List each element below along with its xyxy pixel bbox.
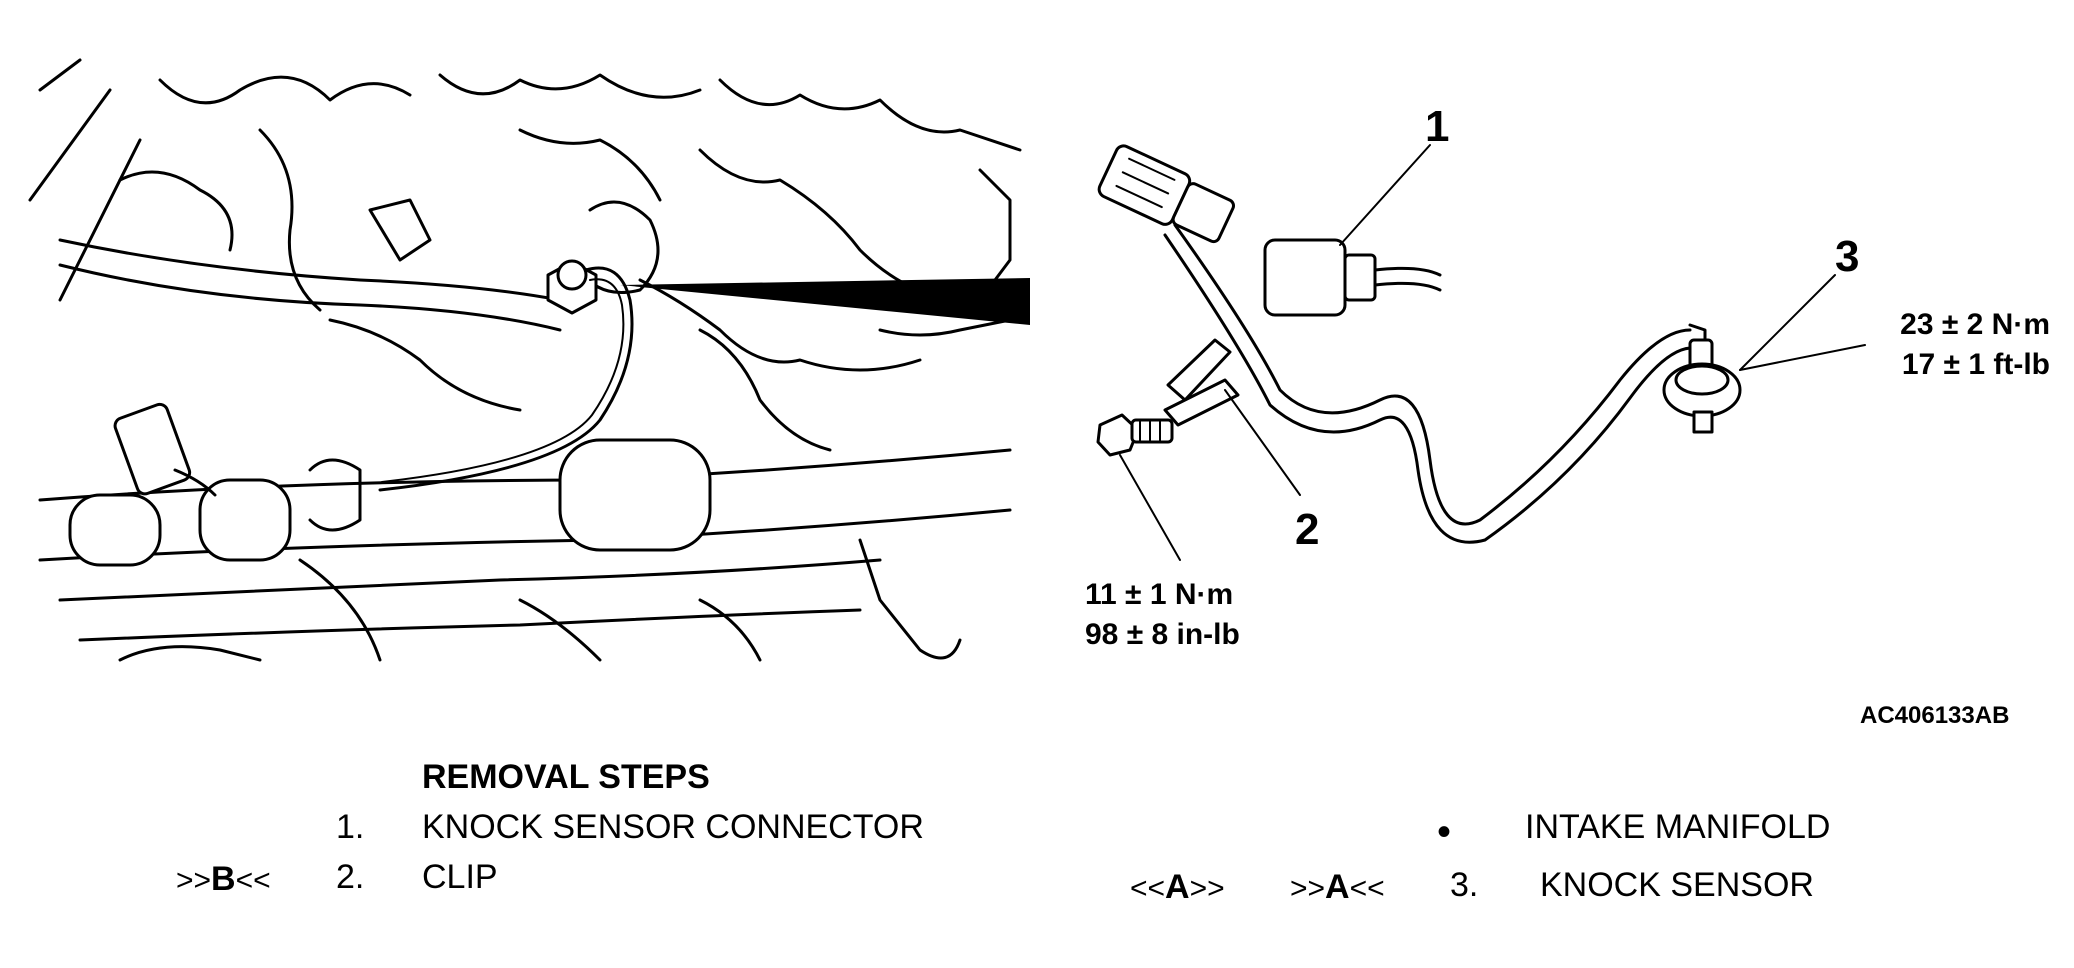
intake-manifold-bullet: • bbox=[1437, 810, 1452, 854]
step-3-install-suffix: >> bbox=[1189, 872, 1225, 905]
step-2-code-prefix: >> bbox=[176, 864, 212, 897]
step-3-removal-code: >>A<< bbox=[1290, 868, 1385, 907]
torque-knock-sensor: 23 ± 2 N·m 17 ± 1 ft-lb bbox=[1870, 305, 2050, 385]
torque-clip-bolt: 11 ± 1 N·m 98 ± 8 in-lb bbox=[1085, 575, 1240, 655]
step-2-code-letter: B bbox=[211, 860, 236, 898]
step-1-label: KNOCK SENSOR CONNECTOR bbox=[422, 808, 924, 846]
callout-2: 2 bbox=[1295, 505, 1320, 554]
step-3-label: KNOCK SENSOR bbox=[1540, 866, 1814, 904]
step-3-install-code: <<A>> bbox=[1130, 868, 1225, 907]
callout-3: 3 bbox=[1835, 232, 1860, 281]
step-3-remove-suffix: << bbox=[1349, 872, 1385, 905]
step-3-remove-letter: A bbox=[1325, 868, 1350, 906]
torque-clip-bolt-metric: 11 ± 1 N·m bbox=[1085, 578, 1234, 611]
intake-manifold-label: INTAKE MANIFOLD bbox=[1525, 808, 1831, 846]
torque-knock-sensor-imperial: 17 ± 1 ft-lb bbox=[1901, 348, 2050, 381]
torque-knock-sensor-metric: 23 ± 2 N·m bbox=[1900, 308, 2050, 341]
step-1-number: 1. bbox=[336, 808, 365, 846]
figure-id: AC406133AB bbox=[1860, 702, 2010, 729]
torque-clip-bolt-imperial: 98 ± 8 in-lb bbox=[1085, 618, 1240, 651]
step-2-removal-code: >>B<< bbox=[176, 860, 271, 899]
step-2-code-suffix: << bbox=[235, 864, 271, 897]
engine-bay-drawing bbox=[28, 58, 1030, 662]
step-2-number: 2. bbox=[336, 858, 365, 896]
step-2-label: CLIP bbox=[422, 858, 498, 896]
step-3-install-prefix: << bbox=[1130, 872, 1166, 905]
step-3-install-letter: A bbox=[1165, 868, 1190, 906]
removal-steps-title: REMOVAL STEPS bbox=[422, 758, 710, 796]
callout-1: 1 bbox=[1425, 102, 1450, 151]
step-3-remove-prefix: >> bbox=[1290, 872, 1326, 905]
exploded-parts-drawing bbox=[1096, 144, 1866, 561]
step-3-number: 3. bbox=[1450, 866, 1479, 904]
